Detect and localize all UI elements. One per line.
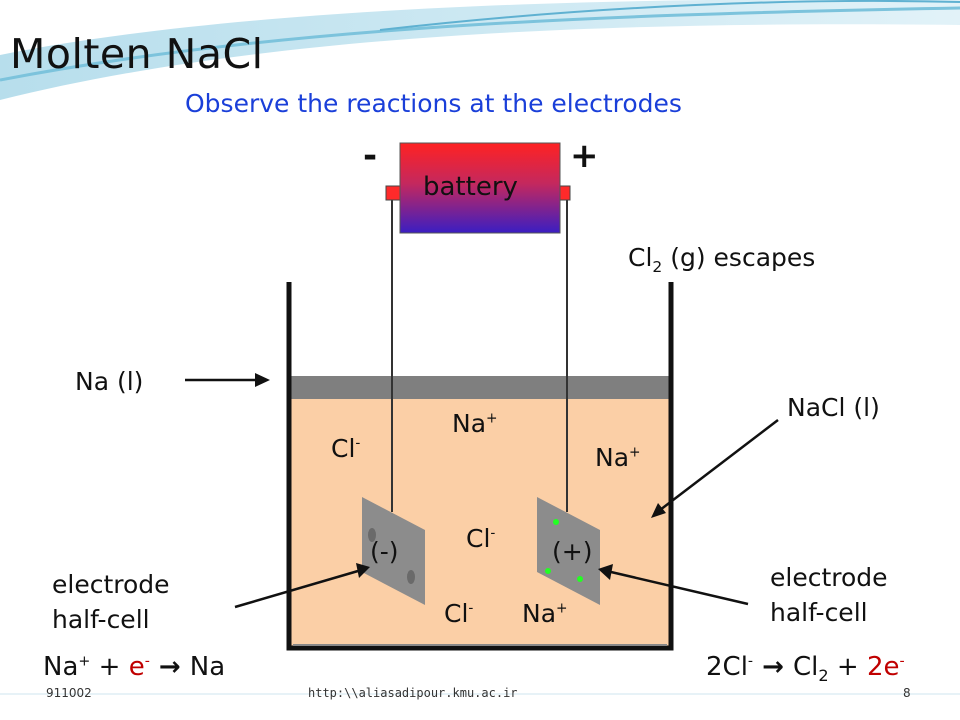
ion-symbol: Na bbox=[522, 599, 557, 628]
ion-symbol: Cl bbox=[331, 434, 356, 463]
electrode-left-line2: half-cell bbox=[52, 605, 150, 634]
eq-reactant: 2Cl bbox=[706, 652, 748, 682]
sodium-droplet bbox=[407, 570, 415, 584]
arrow-nacl-liquid bbox=[659, 419, 779, 511]
ion-symbol: Na bbox=[452, 409, 487, 438]
slide-title: Molten NaCl bbox=[10, 30, 264, 78]
eq-arrow: → bbox=[149, 652, 190, 682]
eq-ion-charge: + bbox=[78, 653, 91, 670]
eq-electron-charge: - bbox=[899, 653, 905, 670]
cl2-state: (g) escapes bbox=[662, 243, 816, 272]
battery-label: battery bbox=[423, 172, 518, 202]
eq-plus: + bbox=[90, 652, 129, 682]
footer-right: 8 bbox=[903, 686, 911, 700]
ion-na: Na+ bbox=[452, 409, 498, 438]
arrow-anode-head bbox=[598, 564, 613, 580]
eq-electron: 2e bbox=[866, 652, 900, 682]
cl2-subscript: 2 bbox=[652, 258, 663, 276]
cathode-sign: (-) bbox=[370, 537, 399, 566]
eq-product: Cl bbox=[792, 652, 819, 682]
battery-plus: + bbox=[570, 136, 599, 176]
anode-electrode bbox=[537, 497, 600, 605]
arrow-cathode bbox=[234, 569, 359, 609]
beaker bbox=[286, 282, 674, 651]
anode-equation: 2Cl- → Cl2 + 2e- bbox=[706, 652, 905, 685]
nacl-liquid-label: NaCl (l) bbox=[787, 393, 880, 422]
ion-cl: Cl- bbox=[331, 434, 360, 463]
ion-charge: + bbox=[629, 444, 641, 461]
sodium-droplet bbox=[368, 528, 376, 542]
cl2-escapes-label: Cl2 (g) escapes bbox=[628, 243, 815, 276]
eq-electron-charge: - bbox=[144, 653, 150, 670]
arrow-cathode-head bbox=[356, 563, 370, 578]
eq-arrow: → bbox=[753, 652, 793, 682]
ion-symbol: Cl bbox=[466, 524, 491, 553]
chlorine-bubble bbox=[553, 519, 559, 525]
ion-charge: - bbox=[490, 525, 496, 542]
ion-charge: + bbox=[486, 410, 498, 427]
eq-plus: + bbox=[828, 652, 867, 682]
slide-subtitle: Observe the reactions at the electrodes bbox=[185, 89, 682, 118]
footer-center: http:\\aliasadipour.kmu.ac.ir bbox=[308, 686, 518, 700]
chlorine-bubble bbox=[577, 576, 583, 582]
footer-left: 911002 bbox=[46, 686, 92, 700]
arrow-anode bbox=[610, 570, 749, 606]
battery-minus: - bbox=[363, 136, 378, 176]
ion-symbol: Cl bbox=[444, 599, 469, 628]
electrode-right-line1: electrode bbox=[770, 563, 888, 592]
ion-cl: Cl- bbox=[444, 599, 473, 628]
molten-nacl-region bbox=[290, 398, 670, 646]
ion-charge: + bbox=[556, 600, 568, 617]
arrow-na-liquid-head bbox=[255, 373, 270, 387]
eq-electron: e bbox=[128, 652, 145, 682]
eq-reactant-charge: - bbox=[747, 653, 754, 670]
cl2-symbol: Cl bbox=[628, 243, 653, 272]
cathode-equation: Na+ + e- → Na bbox=[43, 652, 225, 682]
electrode-right-line2: half-cell bbox=[770, 598, 868, 627]
ion-charge: - bbox=[468, 600, 474, 617]
electrode-left-line1: electrode bbox=[52, 570, 170, 599]
na-liquid-label: Na (l) bbox=[75, 367, 144, 396]
sodium-layer bbox=[290, 376, 670, 399]
eq-product-subscript: 2 bbox=[818, 666, 829, 686]
chlorine-bubble bbox=[545, 568, 551, 574]
arrow-nacl-liquid-head bbox=[651, 503, 666, 518]
battery bbox=[385, 142, 571, 234]
eq-product: Na bbox=[189, 652, 226, 682]
ion-cl: Cl- bbox=[466, 524, 495, 553]
ion-na: Na+ bbox=[522, 599, 568, 628]
label-arrows bbox=[185, 373, 779, 609]
ion-charge: - bbox=[355, 435, 361, 452]
eq-ion: Na bbox=[43, 652, 79, 682]
ion-na: Na+ bbox=[595, 443, 641, 472]
ion-symbol: Na bbox=[595, 443, 630, 472]
header-swoosh bbox=[0, 0, 960, 100]
anode-sign: (+) bbox=[552, 537, 593, 566]
